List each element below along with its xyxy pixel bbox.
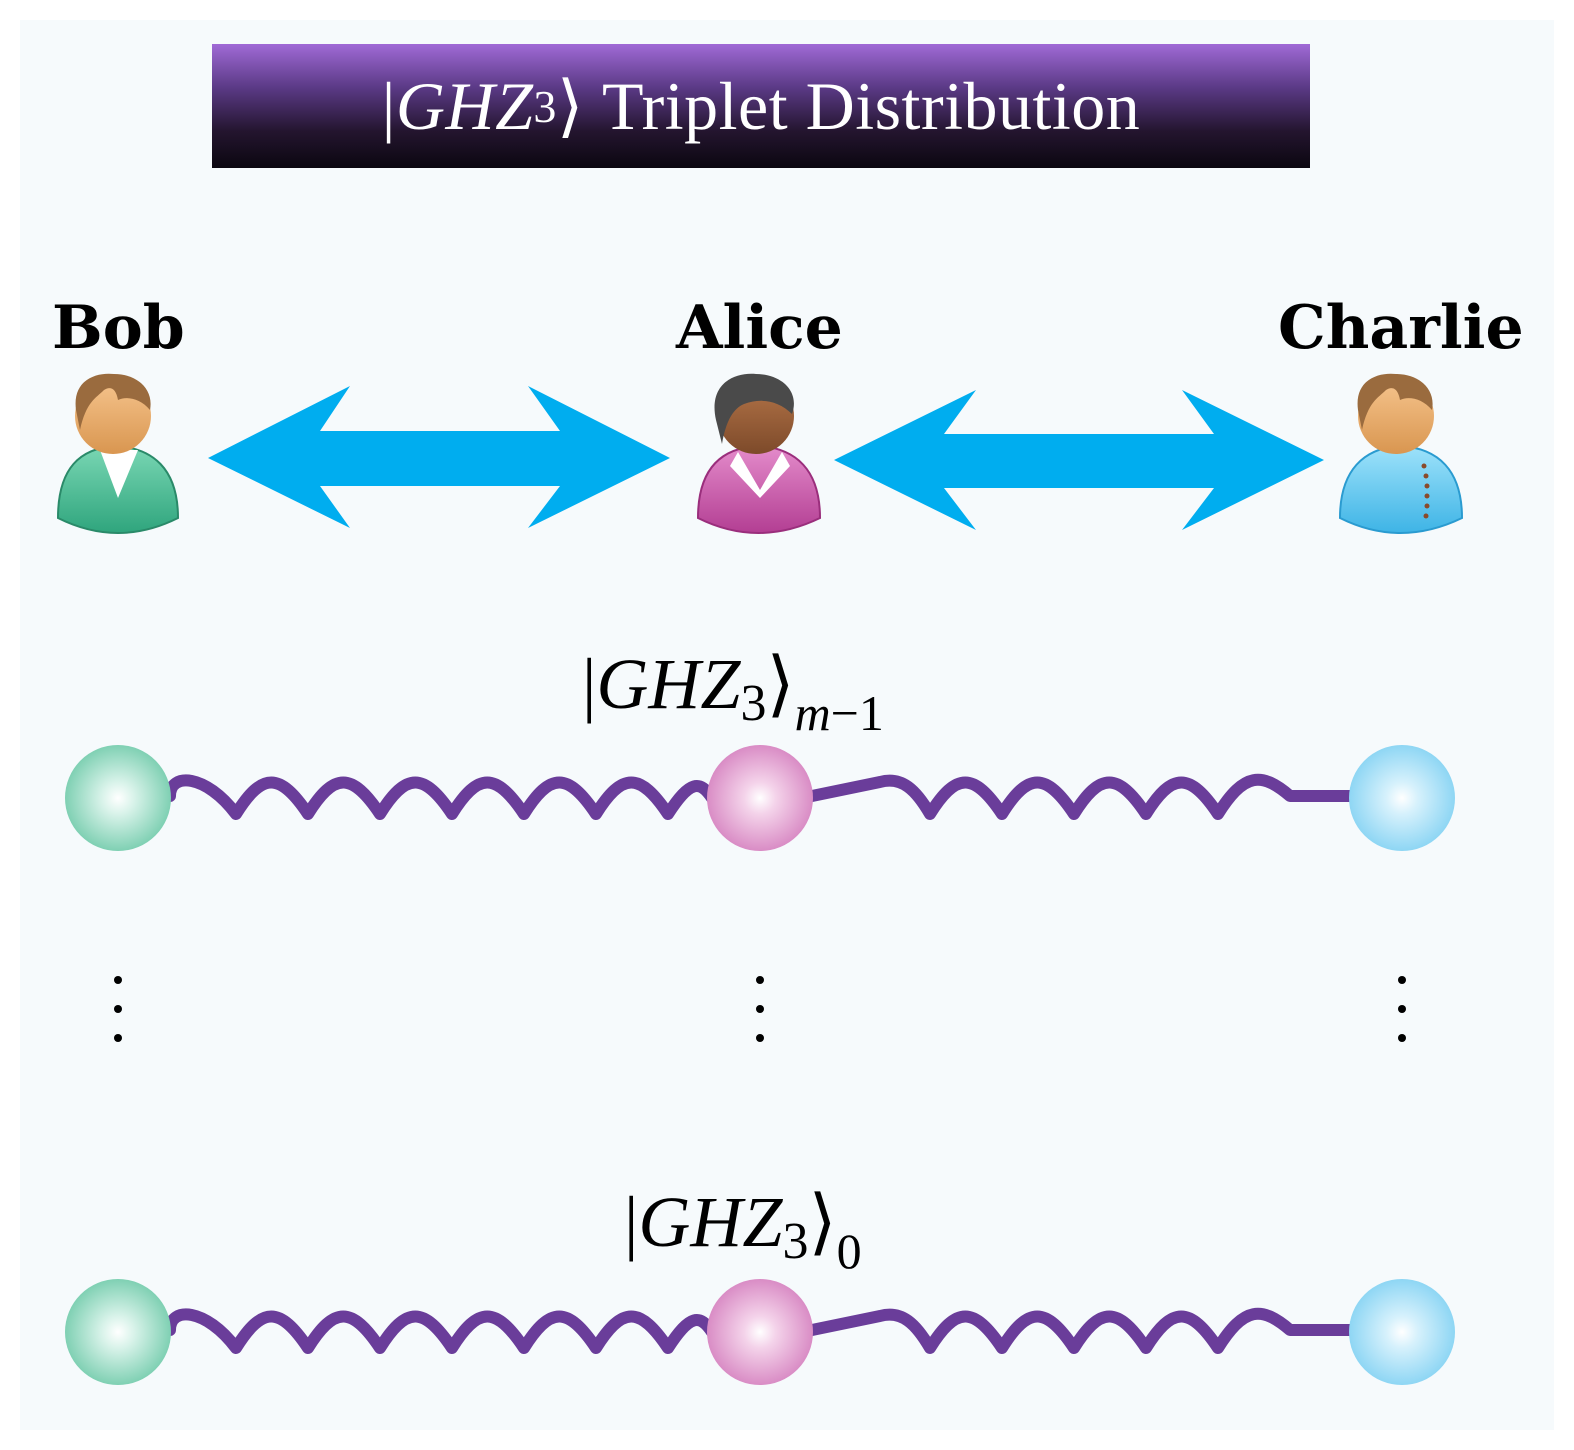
qubit-charlie-m-minus-1 — [1349, 745, 1455, 851]
link-bob-alice-m-minus-1 — [164, 774, 718, 820]
ellipsis-alice — [756, 976, 764, 1042]
title-text: Triplet Distribution — [601, 67, 1141, 144]
qubit-alice-0 — [707, 1279, 813, 1385]
state-label-m-minus-1: |GHZ3⟩m−1 — [582, 644, 884, 741]
party-name-charlie: Charlie — [1278, 293, 1524, 363]
bob-alice-arrow — [208, 386, 670, 528]
bob-avatar-icon — [56, 373, 180, 534]
title-ket-subscript: 3 — [533, 80, 557, 132]
title-ket-math: GHZ — [395, 67, 534, 144]
state-label-0: |GHZ3⟩0 — [624, 1182, 862, 1279]
link-alice-charlie-0 — [806, 1307, 1356, 1354]
qubit-charlie-0 — [1349, 1279, 1455, 1385]
party-name-bob: Bob — [52, 293, 185, 363]
alice-charlie-arrow — [834, 390, 1324, 530]
alice-avatar-icon — [696, 373, 822, 534]
diagram-panel — [20, 20, 1554, 1430]
ellipsis-bob — [114, 976, 122, 1042]
charlie-avatar-icon — [1338, 373, 1464, 534]
title-ket-close: ⟩ — [556, 67, 584, 144]
qubit-bob-0 — [65, 1279, 171, 1385]
link-bob-alice-0 — [164, 1308, 718, 1354]
ellipsis-charlie — [1398, 976, 1406, 1042]
qubit-bob-m-minus-1 — [65, 745, 171, 851]
title-ket-open: | — [381, 67, 396, 144]
qubit-alice-m-minus-1 — [707, 745, 813, 851]
title-banner: | GHZ 3 ⟩ Triplet Distribution — [212, 44, 1310, 168]
party-name-alice: Alice — [676, 293, 843, 363]
link-alice-charlie-m-minus-1 — [806, 773, 1356, 820]
